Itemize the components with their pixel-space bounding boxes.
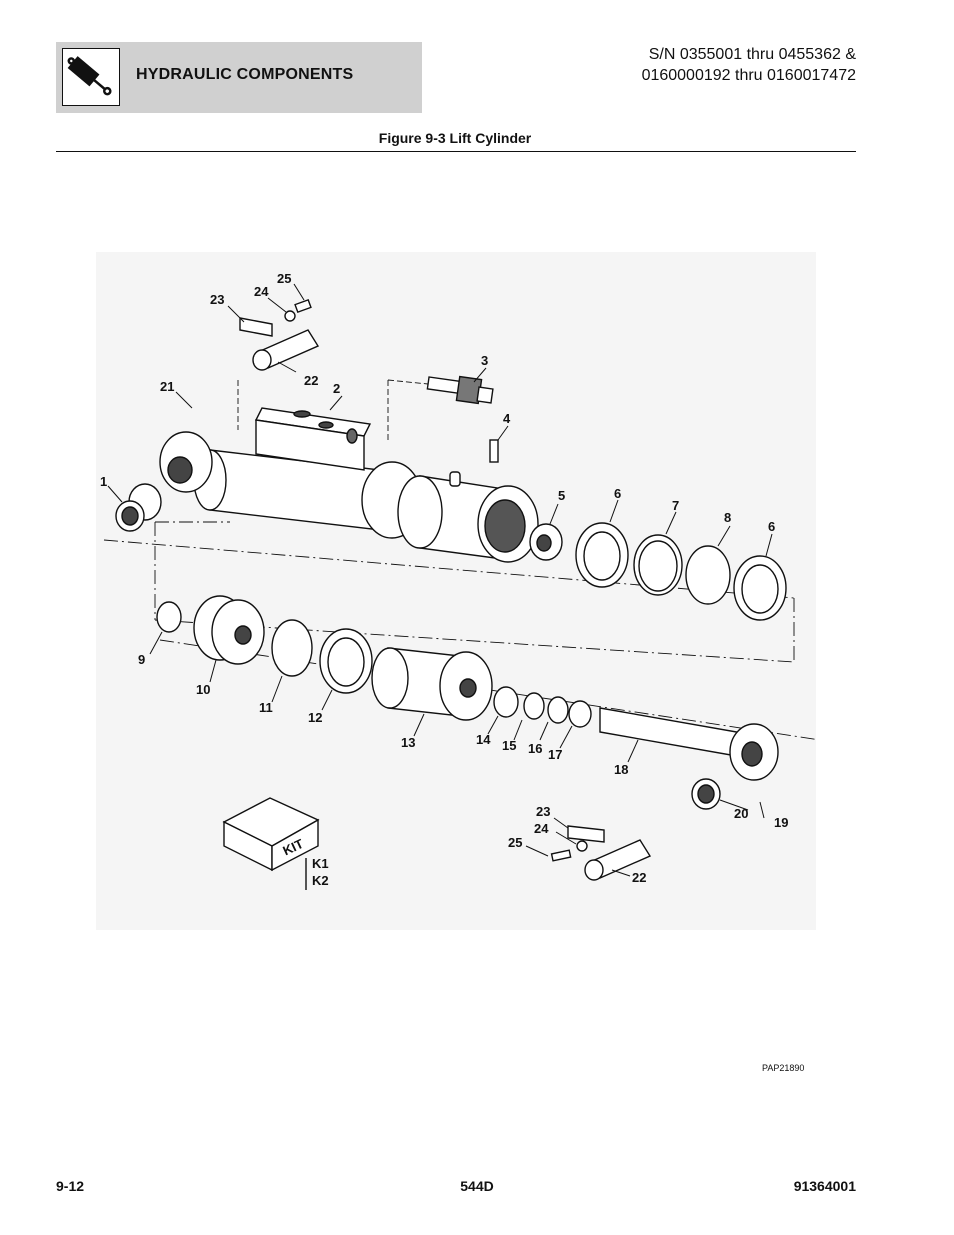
- callout-3: 3: [481, 353, 488, 368]
- callout-8: 8: [724, 510, 731, 525]
- callout-6b: 6: [768, 519, 775, 534]
- callout-22a: 22: [304, 373, 318, 388]
- serial-range: S/N 0355001 thru 0455362 & 0160000192 th…: [642, 44, 856, 86]
- piston-rod: [599, 707, 749, 759]
- serial-line-2: 0160000192 thru 0160017472: [641, 67, 856, 84]
- callout-17: 17: [548, 747, 562, 762]
- header-rule: [56, 151, 856, 152]
- callout-10: 10: [196, 682, 210, 697]
- callout-25a: 25: [277, 271, 291, 286]
- model-number: 544D: [460, 1178, 494, 1194]
- callout-18: 18: [614, 762, 628, 777]
- lift-cylinder-diagram: KIT: [100, 271, 816, 890]
- callout-23b: 23: [536, 804, 550, 819]
- art-number: PAP21890: [762, 1063, 805, 1073]
- manual-number: 91364001: [793, 1178, 856, 1194]
- callout-14: 14: [476, 732, 491, 747]
- callout-21: 21: [160, 379, 174, 394]
- callout-11: 11: [259, 700, 273, 715]
- callout-k2: K2: [312, 873, 329, 888]
- callout-15: 15: [502, 738, 516, 753]
- callout-22b: 22: [632, 870, 646, 885]
- section-header: HYDRAULIC COMPONENTS: [56, 42, 422, 113]
- callout-16: 16: [528, 741, 542, 756]
- callout-1: 1: [100, 474, 107, 489]
- callout-7: 7: [672, 498, 679, 513]
- serial-line-1: S/N 0355001 thru 0455362 &: [648, 46, 856, 63]
- callout-23a: 23: [210, 292, 224, 307]
- callout-13: 13: [401, 735, 415, 750]
- callout-20: 20: [734, 806, 748, 821]
- callout-9: 9: [138, 652, 145, 667]
- callout-12: 12: [308, 710, 322, 725]
- callout-2: 2: [333, 381, 340, 396]
- callout-25b: 25: [508, 835, 522, 850]
- exploded-view-drawing: KIT: [96, 252, 816, 930]
- callout-6a: 6: [614, 486, 621, 501]
- callout-19: 19: [774, 815, 788, 830]
- callout-24b: 24: [534, 821, 549, 836]
- callout-4: 4: [503, 411, 511, 426]
- section-title: HYDRAULIC COMPONENTS: [136, 66, 354, 83]
- callout-5: 5: [558, 488, 565, 503]
- figure-caption: Figure 9-3 Lift Cylinder: [378, 130, 532, 146]
- callout-k1: K1: [312, 856, 329, 871]
- hydraulic-cylinder-icon: [62, 48, 120, 106]
- page-number: 9-12: [56, 1178, 85, 1194]
- callout-24a: 24: [254, 284, 269, 299]
